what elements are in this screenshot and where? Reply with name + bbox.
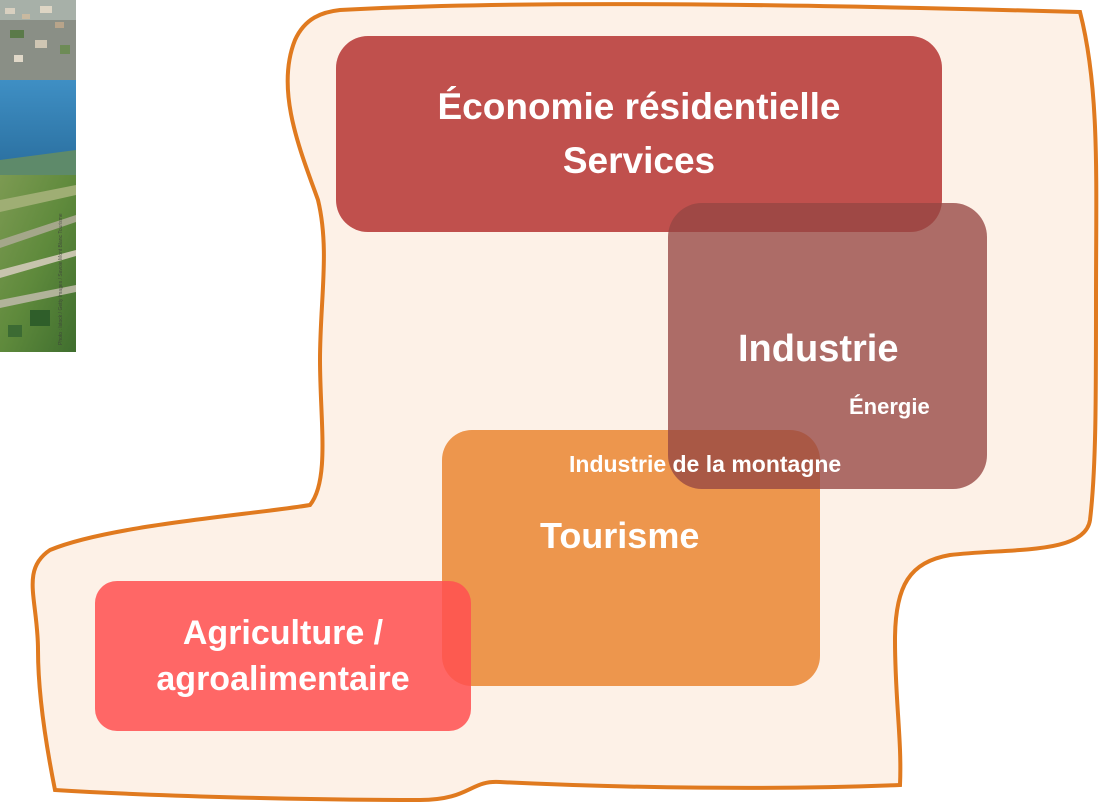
industrie-label: Industrie (738, 328, 899, 370)
agroalimentaire-label: agroalimentaire (156, 660, 410, 698)
agriculture-box: Agriculture / agroalimentaire (95, 581, 471, 731)
energie-label: Énergie (849, 394, 930, 419)
economie-residentielle-box: Économie résidentielle Services (336, 36, 942, 232)
economie-residentielle-label: Économie résidentielle (437, 86, 841, 127)
services-label: Services (562, 140, 716, 181)
tourisme-label: Tourisme (540, 515, 700, 556)
aerial-photo: Photo : Istock / Getty Images / Savoie M… (0, 0, 76, 352)
agriculture-label: Agriculture / (182, 614, 384, 652)
industrie-box (668, 203, 987, 489)
industrie-montagne-label: Industrie de la montagne (569, 451, 842, 477)
